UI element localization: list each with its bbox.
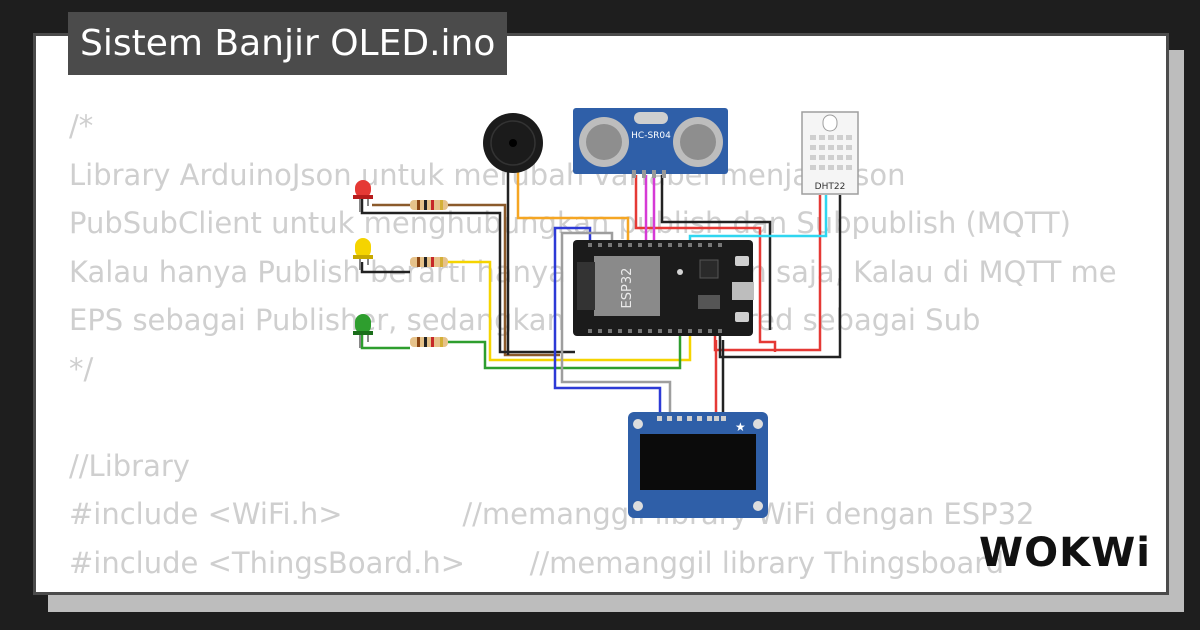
wire-green-led	[360, 335, 410, 350]
resistor-2	[410, 257, 448, 267]
star-icon: ★	[735, 420, 746, 434]
esp32-board: ESP32	[573, 240, 754, 336]
led-red	[353, 180, 373, 212]
code-line: */	[69, 351, 94, 386]
wire-green-led-signal	[448, 330, 682, 370]
code-line: #include <WiFi.h> //memanggil library Wi…	[69, 497, 1035, 531]
led-green	[353, 314, 373, 348]
code-preview: /*Library ArduinoJson untuk merubah vari…	[69, 102, 1117, 592]
wire-red-led-gnd	[360, 198, 575, 354]
oled-display: ★	[628, 412, 768, 518]
wire-yellow-led-gnd	[360, 262, 410, 274]
dht-label: DHT22	[815, 182, 846, 192]
code-line: //Library	[69, 448, 190, 483]
mcu-label: ESP32	[620, 268, 635, 309]
wire-oled-scl	[560, 231, 672, 418]
wire-red-led-signal	[448, 203, 560, 357]
led-yellow	[353, 238, 373, 270]
wire-ultrasonic-gnd	[660, 175, 772, 330]
wire-yellow-led	[448, 260, 692, 362]
resistor-3	[410, 337, 448, 347]
wire-ultrasonic-vcc	[634, 175, 777, 352]
wire-oled-sda	[553, 226, 662, 418]
code-line: #include <ThingsBoard.h> //memanggil lib…	[69, 545, 1005, 580]
code-line: /*	[69, 109, 94, 143]
wires	[360, 168, 842, 418]
logo-text: WOKWi	[979, 530, 1151, 576]
wire-dht-gnd	[718, 195, 842, 359]
dht22-sensor: DHT22	[801, 111, 859, 195]
wire-buzzer-signal	[516, 168, 630, 240]
page-title: Sistem Banjir OLED.ino	[68, 12, 508, 75]
resistor-1	[410, 200, 448, 210]
buzzer	[483, 113, 543, 173]
wokwi-logo: WOKWi	[979, 530, 1151, 576]
wire-dht-data	[688, 195, 828, 246]
ultrasonic-sensor: HC-SR04	[573, 108, 728, 178]
ultrasonic-label: HC-SR04	[631, 131, 671, 141]
